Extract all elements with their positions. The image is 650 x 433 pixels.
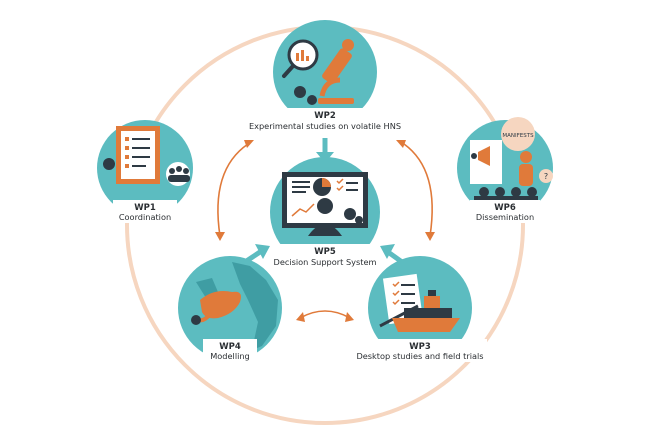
node-wp4-label-bg bbox=[203, 339, 257, 362]
node-wp4-code: WP4 bbox=[219, 342, 241, 352]
node-wp5-name: Decision Support System bbox=[274, 257, 377, 267]
node-wp6-name: Dissemination bbox=[476, 212, 534, 222]
node-wp6-code: WP6 bbox=[494, 203, 516, 213]
monitor-user-icon bbox=[282, 172, 368, 236]
node-wp1-code: WP1 bbox=[134, 203, 156, 213]
node-wp2-code: WP2 bbox=[314, 111, 336, 121]
wp6-board-text: MANIFESTS bbox=[502, 133, 534, 139]
node-wp3-label-bg bbox=[353, 339, 487, 362]
map-plume-icon bbox=[191, 262, 278, 350]
node-wp2-name: Experimental studies on volatile HNS bbox=[249, 121, 401, 131]
node-wp5-label-bg bbox=[270, 244, 380, 268]
node-wp4[interactable]: WP4 Modelling bbox=[178, 256, 282, 362]
node-wp6-label-bg bbox=[470, 200, 540, 223]
arrow-wp3-to-wp5 bbox=[380, 244, 404, 265]
arrow-wp4-wp3 bbox=[296, 310, 354, 322]
node-wp5[interactable]: WP5 Decision Support System bbox=[270, 157, 380, 268]
arrow-wp4-to-wp5 bbox=[243, 244, 270, 265]
node-wp6[interactable]: MANIFESTS ? WP6 Dissemination bbox=[457, 117, 553, 223]
node-wp1[interactable]: WP1 Coordination bbox=[97, 120, 193, 223]
node-wp5-code: WP5 bbox=[314, 247, 336, 257]
node-wp3-code: WP3 bbox=[409, 342, 431, 352]
node-wp1-label-bg bbox=[113, 200, 177, 223]
arrow-wp2-wp6 bbox=[396, 140, 435, 241]
node-wp2[interactable]: WP2 Experimental studies on volatile HNS bbox=[247, 20, 403, 132]
arrow-wp2-to-wp5 bbox=[316, 138, 334, 163]
svg-text:?: ? bbox=[544, 172, 548, 181]
node-wp2-label-bg bbox=[247, 108, 403, 132]
node-wp3-name: Desktop studies and field trials bbox=[356, 351, 483, 361]
node-wp4-name: Modelling bbox=[210, 351, 250, 361]
microscope-magnifier-icon bbox=[282, 39, 354, 105]
clipboard-checklist-icon bbox=[103, 126, 190, 186]
ship-checklist-icon bbox=[379, 273, 460, 332]
node-wp1-name: Coordination bbox=[119, 212, 171, 222]
node-wp3[interactable]: WP3 Desktop studies and field trials bbox=[353, 256, 487, 362]
arrow-wp1-wp2 bbox=[215, 140, 254, 241]
